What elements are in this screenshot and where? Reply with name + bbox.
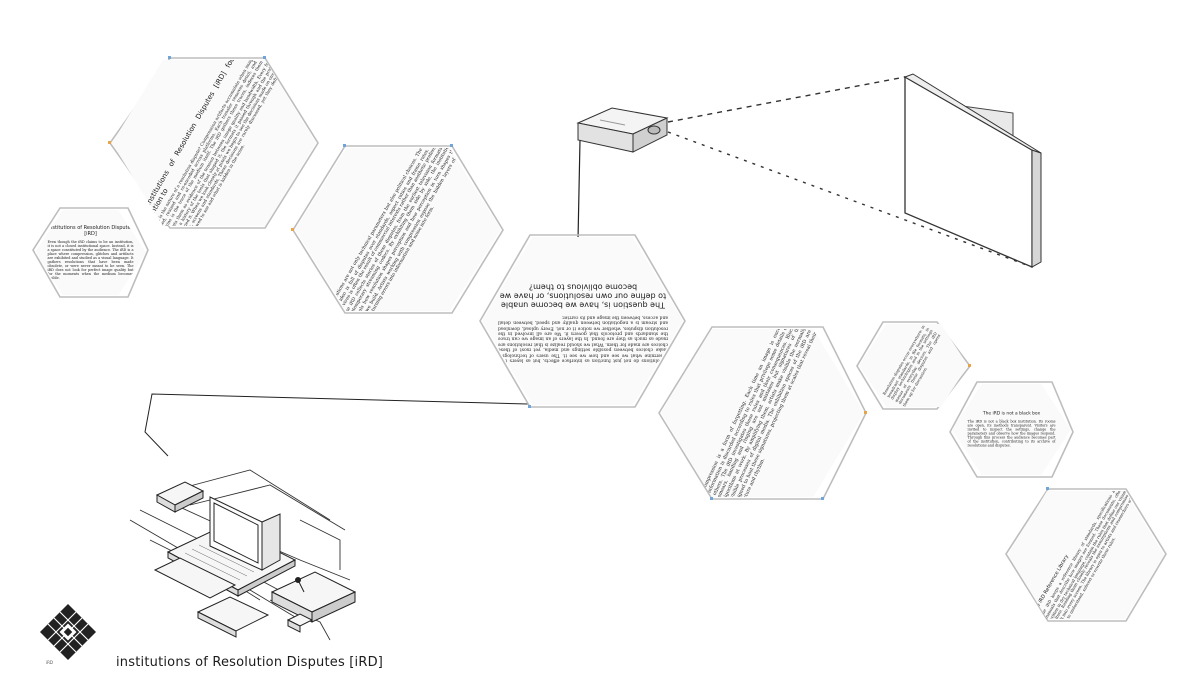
hex-frame-small-right-2 xyxy=(949,381,1074,478)
laptop-cable xyxy=(144,393,529,457)
hex-frame-small-right xyxy=(856,321,972,410)
hex-panel-top-left: The institutions of Resolution Disputes … xyxy=(112,60,316,226)
hex-panel-lower-mid: Compression is a form of forgetting. Eac… xyxy=(661,329,864,497)
hex-frame-bottom-right xyxy=(1005,488,1167,622)
hex-panel-small-left: institutions of Resolution Disputes [iRD… xyxy=(35,210,146,295)
hex-frame-center xyxy=(479,234,686,408)
panel-body: Resolution disputes occur everywhere: in… xyxy=(880,324,941,407)
panel-title: The iRD is not a black box xyxy=(982,411,1041,417)
hex-panel-center: Resolutions do not just function as inte… xyxy=(482,237,683,405)
ird-logo xyxy=(40,604,96,660)
institution-caption: institutions of Resolution Disputes [iRD… xyxy=(116,655,384,670)
panel-body: Compression is a form of forgetting. Eac… xyxy=(701,329,818,497)
panel-body: Even though the iRD claims to be an inst… xyxy=(47,239,134,281)
projector xyxy=(576,107,669,153)
panel-body: Resolutions are not only technical param… xyxy=(328,148,463,311)
logo-mark: iRD xyxy=(46,660,53,665)
hex-panel-small-right: Resolution disputes occur everywhere: in… xyxy=(859,324,968,407)
hex-panel-small-right-2: The iRD is not a black box The iRD is no… xyxy=(952,384,1071,475)
computer-station xyxy=(129,469,357,641)
hex-panel-upper-mid: Resolutions are not only technical param… xyxy=(295,148,501,311)
hex-panel-bottom-right: The iRD Reference Library The iRD keeps … xyxy=(1008,491,1164,619)
projection-screen xyxy=(903,73,1042,268)
panel-body: The iRD is not a black box institution. … xyxy=(967,419,1056,448)
projection-beam-upper xyxy=(667,76,906,123)
projection-beam-lower xyxy=(667,131,1033,268)
projector-cable xyxy=(577,139,581,241)
panel-body: Resolutions do not just function as inte… xyxy=(497,314,668,363)
panel-title: institutions of Resolution Disputes [iRD… xyxy=(47,224,134,237)
hex-frame-small-left xyxy=(32,207,149,298)
panel-question: The question is, have we become unable t… xyxy=(499,282,666,310)
